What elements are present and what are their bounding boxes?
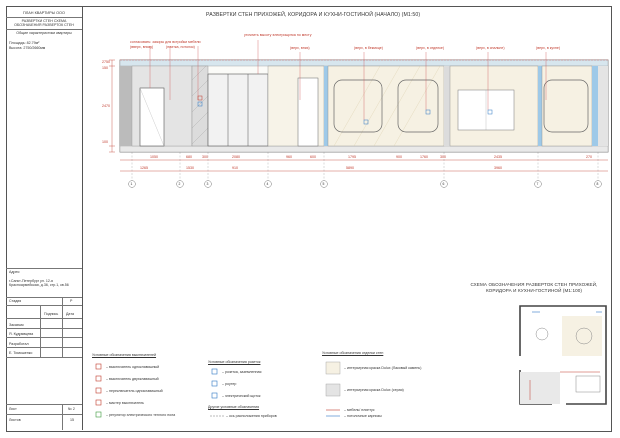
callout-furniture-gap: согласовать: зазоры для встройки мебели <box>130 40 201 44</box>
dim-1: 1050 <box>150 155 158 159</box>
callout-panel-height: уточнить высоту электрощитка по месту <box>244 33 312 37</box>
stage-value: Р <box>70 299 73 303</box>
role-checker-name: Е. Тимошенко <box>9 351 33 355</box>
legend-switches-title: Условные обозначения выключателей <box>92 353 157 357</box>
legend-socket-1: – розетка, заземленная <box>222 370 262 374</box>
date-label: Дата <box>66 312 74 316</box>
plan-title: СХЕМА ОБОЗНАЧЕНИЯ РАЗВЕРТОК СТЕН ПРИХОЖЕ… <box>470 282 598 293</box>
dim-12: 270 <box>586 155 592 159</box>
height-dim-wall: 2470 <box>102 104 110 108</box>
dim-11: 2435 <box>494 155 502 159</box>
dim-6: 600 <box>310 155 316 159</box>
sheet-label: Лист <box>9 407 17 411</box>
height-dim-total: 2750 <box>102 60 110 64</box>
sheet-number: № 2 <box>68 407 75 411</box>
height-dim-floor: 100 <box>102 140 108 144</box>
axis-2: 2 <box>178 182 181 186</box>
axis-8: 8 <box>596 182 599 186</box>
legend-switch-4: – мастер выключатель <box>106 401 144 405</box>
sheets-count: 15 <box>70 418 74 422</box>
axis-4: 4 <box>266 182 269 186</box>
callout-kitchen: (верх, в кухне) <box>536 46 561 50</box>
area-value: Площадь: 82.79м² <box>9 41 40 45</box>
dim-total-5: 3960 <box>494 166 502 170</box>
axis-3: 3 <box>206 182 209 186</box>
dim-4: 2080 <box>232 155 240 159</box>
dim-10: 300 <box>440 155 446 159</box>
legend-line-cornice: – потолочные карнизы <box>344 414 382 418</box>
legend-switch-1: – выключатель одноклавишный <box>106 365 160 369</box>
legend-other-1: – ось расположения приборов <box>226 414 277 418</box>
legend-finish-title: Условные обозначения отделки стен <box>322 351 384 355</box>
legend-sockets-title: Условные обозначения розеток <box>208 360 261 364</box>
address-label: Адрес: <box>9 270 21 274</box>
address-value: г.Санкт-Петербург ул. 12-я Красноармейск… <box>9 279 69 288</box>
sheet-title: РАЗВЕРТКИ СТЕН СХЕМА ОБОЗНАЧЕНИЯ РАЗВЕРТ… <box>14 19 74 28</box>
characteristics-title: Общие характеристики квартиры <box>16 31 72 35</box>
legend-finish-1: – интерьерная краска Dulux (Лаковый каме… <box>344 366 422 370</box>
drawing-sheet <box>6 6 612 432</box>
dim-9: 1760 <box>420 155 428 159</box>
callout-top-down: (верх, вниз) <box>290 46 310 50</box>
elevation-title: РАЗВЕРТКИ СТЕН ПРИХОЖЕЙ, КОРИДОРА И КУХН… <box>206 12 421 18</box>
dim-2: 680 <box>186 155 192 159</box>
dim-5: 960 <box>286 155 292 159</box>
dim-total-2: 1530 <box>186 166 194 170</box>
axis-7: 7 <box>536 182 539 186</box>
dim-total-3: 910 <box>232 166 238 170</box>
callout-bedroom: (верх, в спальне) <box>476 46 505 50</box>
callout-top-bottom: (вверх, внизу) <box>130 45 154 49</box>
axis-6: 6 <box>442 182 445 186</box>
legend-other-title: Другие условные обозначения <box>208 405 260 409</box>
stage-label: Стадия <box>9 299 22 303</box>
callout-finish: (верх, в отделке) <box>416 46 445 50</box>
legend-switch-3: – переключатель одноклавишный <box>106 389 163 393</box>
legend-finish-2: – интерьерная краска Dulux (серая) <box>344 388 404 392</box>
sheets-label: Листов <box>9 418 21 422</box>
legend-line-furniture: – мебель/ плинтус <box>344 408 375 412</box>
role-customer: Заказчик <box>9 323 24 327</box>
title-block: ПЛАН КВАРТИРЫ ООО РАЗВЕРТКИ СТЕН СХЕМА О… <box>6 6 83 430</box>
dim-3: 300 <box>202 155 208 159</box>
project-name: ПЛАН КВАРТИРЫ ООО <box>23 11 65 15</box>
callout-bathroom: (верх, в бекмоце) <box>354 46 383 50</box>
sign-label: Подпись <box>44 312 59 316</box>
legend-switch-2: – выключатель двухклавишный <box>106 377 159 381</box>
role-developer: Разработал <box>9 342 29 346</box>
dim-8: 900 <box>396 155 402 159</box>
dim-7: 1795 <box>348 155 356 159</box>
role-lead-name: Я. Кудрявцева <box>9 332 34 336</box>
legend-socket-2: – роутер <box>222 382 237 386</box>
height-value: Высота: 2750/2660мм <box>9 46 46 50</box>
legend-socket-3: – электрический щиток <box>222 394 261 398</box>
axis-5: 5 <box>322 182 325 186</box>
dim-total-1: 1265 <box>140 166 148 170</box>
height-dim-cornice: 150 <box>102 66 108 70</box>
callout-tile-ceiling: (плитка, потолок) <box>166 45 195 49</box>
axis-1: 1 <box>130 182 133 186</box>
legend-switch-5: – регулятор электрического теплого пола <box>106 413 176 417</box>
dim-total-4: 5890 <box>346 166 354 170</box>
